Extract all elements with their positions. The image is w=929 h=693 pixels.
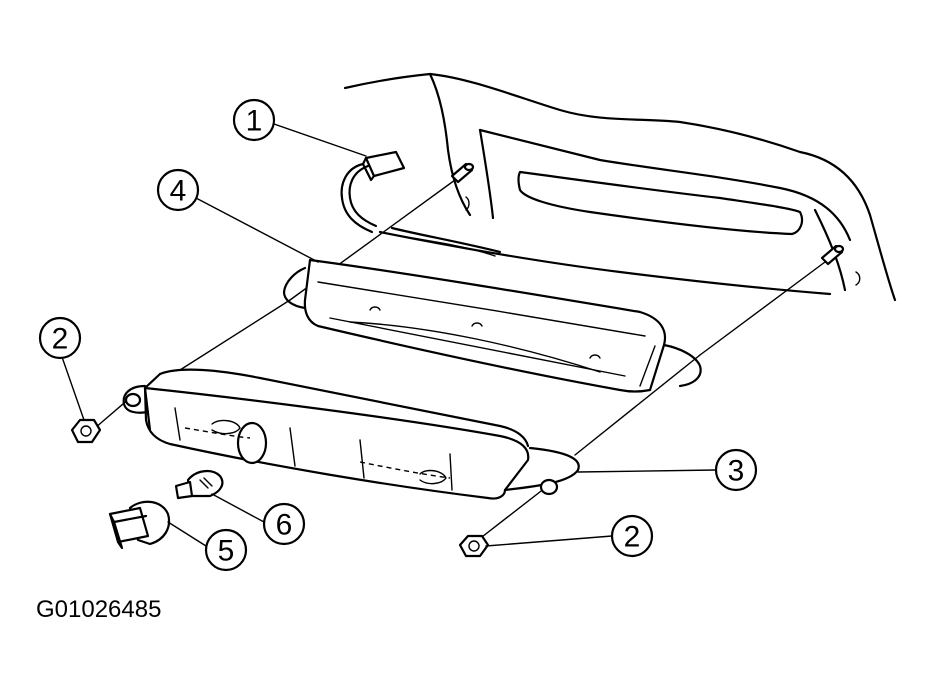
part-2-nut-left — [70, 418, 102, 444]
body-panel — [343, 72, 897, 302]
part-3-lamp-body — [122, 368, 580, 500]
callout-5-number: 5 — [218, 535, 235, 568]
part-2-nut-right — [458, 534, 490, 558]
callout-2-left-number: 2 — [52, 323, 69, 356]
callout-5: 5 — [204, 528, 248, 572]
callout-4-number: 4 — [170, 175, 187, 208]
callout-2-right: 2 — [610, 514, 654, 558]
part-5-socket — [108, 500, 171, 550]
mounting-stud-left — [450, 162, 475, 184]
part-6-bulb — [174, 470, 224, 500]
callout-2-right-number: 2 — [624, 521, 641, 554]
mounting-stud-right — [820, 244, 845, 266]
callout-1: 1 — [232, 98, 276, 142]
figure-id-label: G01026485 — [36, 596, 162, 623]
callout-6: 6 — [262, 502, 306, 546]
part-4-housing — [282, 258, 702, 393]
leader-lines — [61, 123, 717, 547]
callout-1-number: 1 — [246, 105, 263, 138]
part-1-connector — [340, 150, 406, 234]
callout-6-number: 6 — [276, 509, 293, 542]
callout-2-left: 2 — [38, 316, 82, 360]
callout-3-number: 3 — [728, 455, 745, 488]
callout-4: 4 — [156, 168, 200, 212]
callout-3: 3 — [714, 448, 758, 492]
